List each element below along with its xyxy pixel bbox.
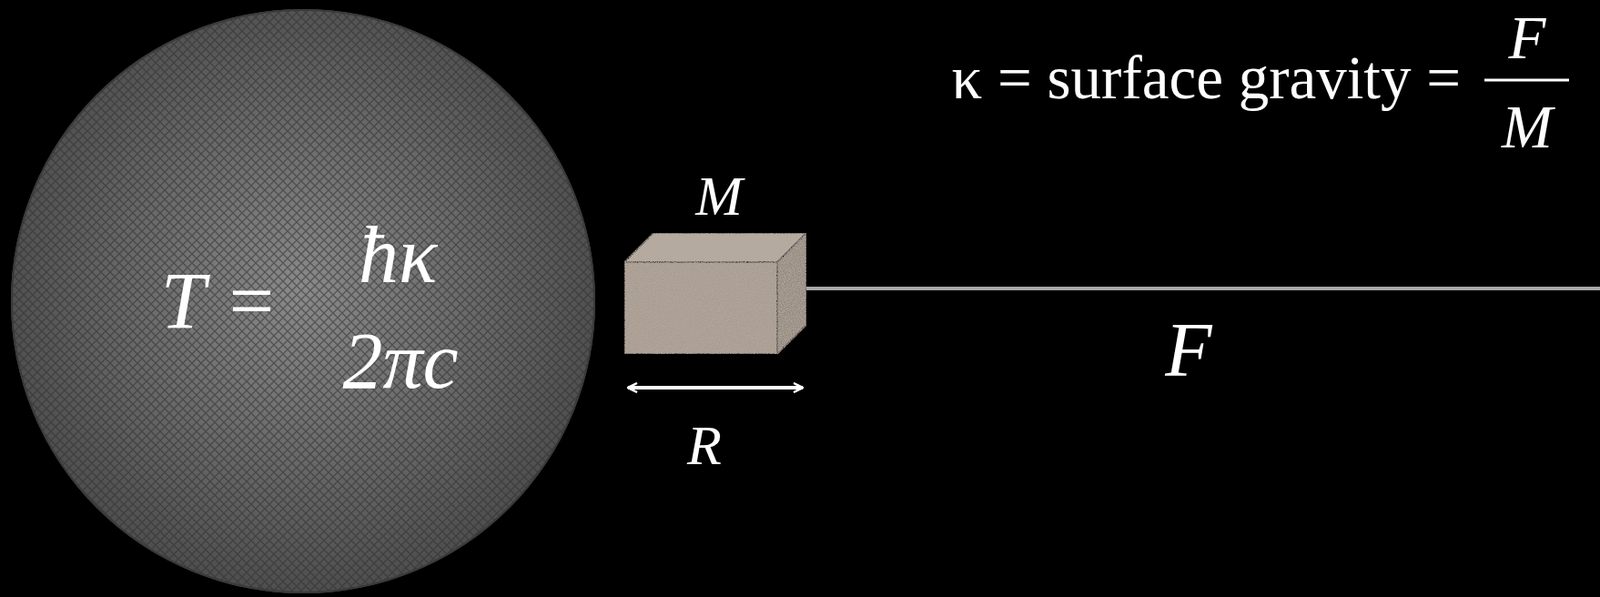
cube-top [624,232,807,263]
block-node: M [624,232,807,355]
equation-lhs: T = [161,254,279,347]
circle-rim [11,10,595,593]
circle-node: T = ħκ 2πc [10,8,597,595]
fraction-denominator: M [1501,91,1553,163]
circle-shape [10,8,597,595]
dimension-label: R [687,413,722,478]
title-text: κ = surface gravity = [951,42,1461,113]
circle-body [10,9,596,594]
cube-front [624,262,778,355]
string-line [806,286,1600,291]
dimension-arrow [627,385,803,390]
force-label: F [1164,306,1212,395]
fraction-bar [1484,79,1570,82]
cube-shape [624,232,807,355]
fraction-numerator: ħκ [358,209,437,302]
fraction-denominator: 2πc [342,314,458,407]
circle-hatch [10,9,596,594]
fraction-numerator: F [1508,2,1547,73]
cube-side [777,232,807,355]
mass-label: M [695,163,743,229]
